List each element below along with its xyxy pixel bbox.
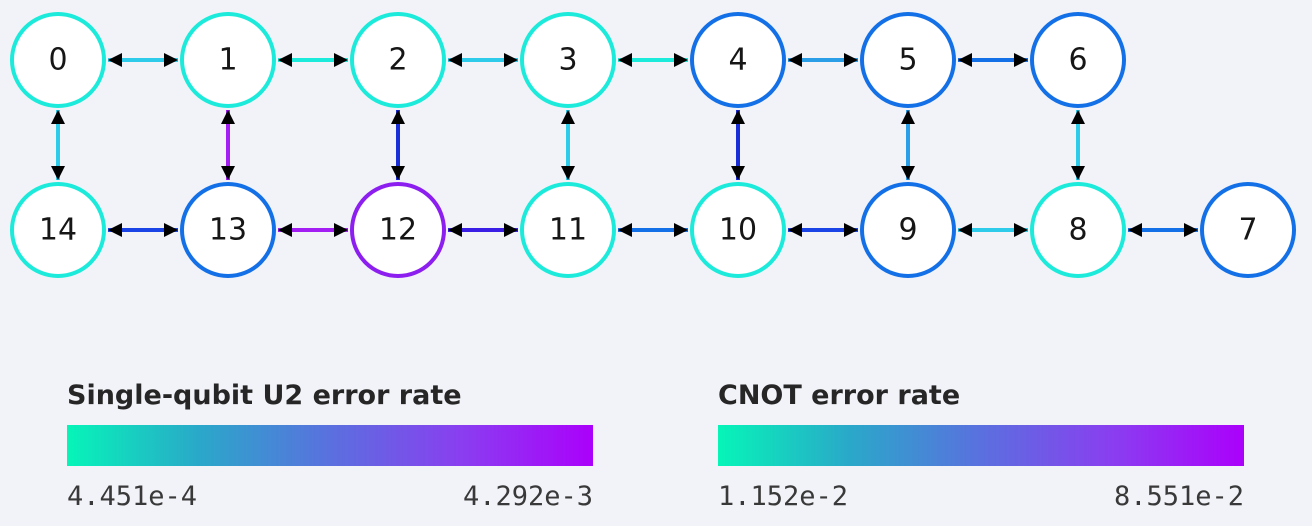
qubit-node-5: 5: [860, 12, 956, 108]
qubit-label: 10: [719, 213, 757, 248]
qubit-node-1: 1: [180, 12, 276, 108]
colorbar-min-label: 4.451e-4: [67, 481, 198, 512]
qubit-label: 8: [1068, 213, 1087, 248]
qubit-label: 7: [1238, 213, 1257, 248]
qubit-circle: [180, 182, 276, 278]
qubit-node-12: 12: [350, 182, 446, 278]
qubit-circle: [520, 12, 616, 108]
colorbar: [67, 425, 593, 466]
qubit-circle: [520, 182, 616, 278]
colorbar-min-label: 1.152e-2: [718, 481, 849, 512]
qubit-circle: [180, 12, 276, 108]
qubit-node-8: 8: [1030, 182, 1126, 278]
legend-title: Single-qubit U2 error rate: [67, 380, 462, 411]
qubit-circle: [860, 12, 956, 108]
qubit-label: 9: [898, 213, 917, 248]
qubit-circle: [1200, 182, 1296, 278]
qubit-node-9: 9: [860, 182, 956, 278]
colorbar: [718, 425, 1244, 466]
colorbar-max-label: 8.551e-2: [1113, 481, 1244, 512]
qubit-node-13: 13: [180, 182, 276, 278]
colorbar-max-label: 4.292e-3: [462, 481, 593, 512]
qubit-node-3: 3: [520, 12, 616, 108]
colorbar-labels: 1.152e-2 8.551e-2: [718, 480, 1246, 514]
legend-title: CNOT error rate: [718, 380, 961, 411]
qubit-circle: [1030, 182, 1126, 278]
qubit-node-2: 2: [350, 12, 446, 108]
qubit-label: 4: [728, 43, 747, 78]
qubit-node-7: 7: [1200, 182, 1296, 278]
qubit-circle: [10, 12, 106, 108]
qubit-node-11: 11: [520, 182, 616, 278]
qubit-node-6: 6: [1030, 12, 1126, 108]
qubit-label: 2: [388, 43, 407, 78]
qubit-node-10: 10: [690, 182, 786, 278]
qubit-label: 12: [379, 213, 417, 248]
qubit-label: 6: [1068, 43, 1087, 78]
legend-single-qubit: Single-qubit U2 error rate 4.451e-4 4.29…: [67, 376, 595, 514]
qubit-label: 14: [39, 213, 77, 248]
qubit-circle: [690, 12, 786, 108]
qubit-circle: [860, 182, 956, 278]
qubit-label: 11: [549, 213, 587, 248]
qubit-label: 3: [558, 43, 577, 78]
couplings-layer: [51, 53, 1198, 237]
qubit-node-14: 14: [10, 182, 106, 278]
qubit-label: 1: [218, 43, 237, 78]
qubit-circle: [10, 182, 106, 278]
legend-cnot: CNOT error rate 1.152e-2 8.551e-2: [718, 376, 1246, 514]
qubit-label: 13: [209, 213, 247, 248]
qubit-circle: [690, 182, 786, 278]
qubit-node-4: 4: [690, 12, 786, 108]
qubit-circle: [1030, 12, 1126, 108]
qubit-node-0: 0: [10, 12, 106, 108]
qubit-circle: [350, 182, 446, 278]
qubit-label: 0: [48, 43, 67, 78]
qubit-label: 5: [898, 43, 917, 78]
qubit-circle: [350, 12, 446, 108]
colorbar-labels: 4.451e-4 4.292e-3: [67, 480, 595, 514]
